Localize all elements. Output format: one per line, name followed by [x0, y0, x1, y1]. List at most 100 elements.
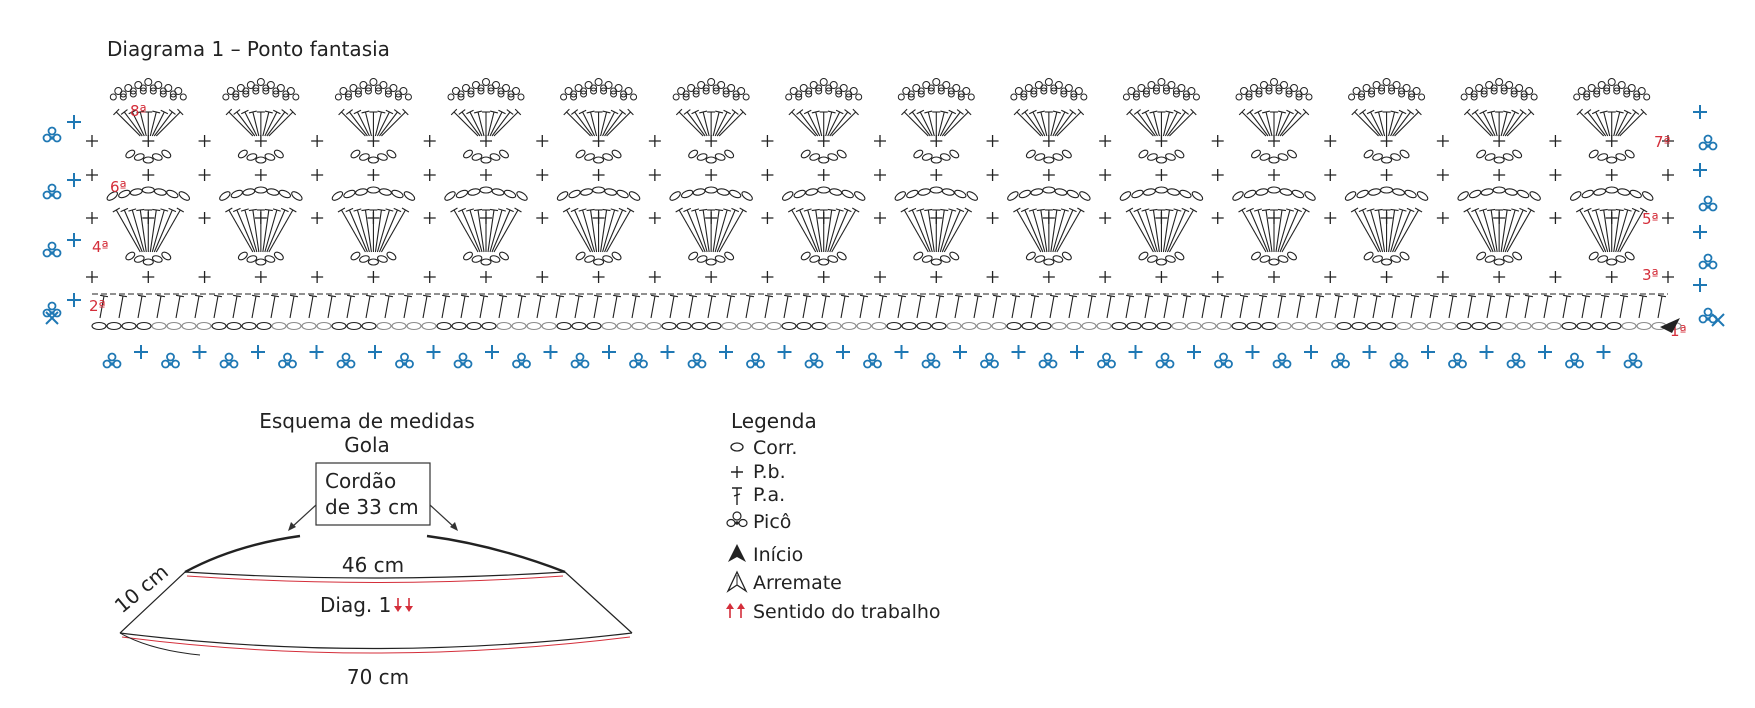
- double-crochet: [583, 112, 595, 136]
- single-crochet: [193, 345, 207, 359]
- picot: [110, 94, 116, 100]
- picot: [503, 85, 510, 92]
- double-crochet-top: [402, 208, 409, 212]
- double-crochet: [717, 210, 735, 252]
- double-crochet-top: [1449, 295, 1457, 296]
- double-crochet: [1395, 210, 1419, 252]
- double-crochet: [138, 296, 142, 318]
- picot: [483, 79, 490, 86]
- double-crochet: [1145, 210, 1157, 252]
- chain-stitch: [178, 190, 191, 202]
- double-crochet: [1297, 296, 1301, 318]
- double-crochet: [808, 112, 820, 136]
- double-crochet-top: [1468, 295, 1476, 296]
- single-crochet: [1129, 345, 1143, 359]
- picot: [1403, 85, 1410, 92]
- double-crochet: [803, 296, 807, 318]
- double-crochet-top: [152, 209, 160, 210]
- double-crochet: [940, 210, 952, 252]
- single-crochet: [593, 135, 605, 147]
- blue-picot: [162, 354, 179, 368]
- double-crochet-top: [480, 295, 488, 296]
- picot: [625, 88, 632, 95]
- single-crochet: [86, 212, 98, 224]
- chain-stitch: [1277, 323, 1291, 330]
- picot: [1178, 85, 1185, 92]
- legend-item-double-crochet: P.a.: [732, 484, 785, 506]
- double-crochet: [377, 112, 389, 136]
- double-crochet: [381, 210, 405, 252]
- double-crochet: [1017, 210, 1041, 252]
- double-crochet: [1258, 210, 1270, 252]
- picot: [1496, 79, 1503, 86]
- double-crochet: [1280, 210, 1298, 252]
- double-crochet-top: [1359, 110, 1365, 115]
- double-crochet: [377, 210, 389, 252]
- chain-stitch: [1044, 259, 1054, 265]
- double-crochet-top: [1430, 295, 1438, 296]
- double-crochet-top: [346, 110, 352, 115]
- double-crochet: [816, 112, 822, 136]
- double-crochet-top: [386, 110, 393, 114]
- chain-stitch: [1131, 189, 1144, 199]
- picot: [728, 85, 735, 92]
- double-crochet: [1145, 296, 1149, 318]
- legend-item-start: Início: [728, 544, 803, 566]
- double-crochet: [1525, 296, 1529, 318]
- double-crochet: [1618, 112, 1636, 136]
- picot: [561, 94, 567, 100]
- double-crochet-top: [1126, 295, 1134, 296]
- chain-stitch: [542, 323, 556, 330]
- double-crochet: [233, 296, 237, 318]
- double-crochet-top: [241, 110, 248, 114]
- single-crochet: [1155, 135, 1167, 147]
- work-direction-arrows: [394, 598, 413, 612]
- double-crochet: [879, 296, 883, 318]
- legend-item-picot: Picô: [727, 511, 791, 533]
- chain-stitch: [669, 190, 682, 202]
- cord-label-line1: Cordão: [325, 469, 396, 493]
- chain-stitch: [422, 323, 436, 330]
- double-crochet: [860, 296, 864, 318]
- double-crochet-top: [1528, 208, 1535, 212]
- double-crochet-top: [571, 110, 577, 115]
- chain-stitch: [1368, 188, 1381, 196]
- double-crochet: [488, 210, 494, 252]
- double-crochet-top: [1639, 295, 1647, 296]
- double-crochet: [1379, 112, 1385, 136]
- single-crochet: [593, 271, 605, 283]
- double-crochet-top: [394, 110, 400, 115]
- chain-stitch: [1427, 323, 1441, 330]
- chain-stitch: [1577, 323, 1591, 330]
- double-crochet-top: [1576, 208, 1583, 212]
- chain-stitch: [819, 157, 829, 163]
- double-crochet: [689, 296, 693, 318]
- single-crochet: [536, 212, 548, 224]
- double-crochet-top: [1375, 209, 1383, 210]
- double-crochet-top: [740, 208, 747, 212]
- chain-stitch: [632, 323, 646, 330]
- double-crochet: [1475, 210, 1493, 252]
- chain-stitch: [782, 323, 796, 330]
- chain-stitch: [1457, 323, 1471, 330]
- double-crochet: [1395, 112, 1419, 136]
- legend-item-finish: Arremate: [728, 572, 842, 594]
- double-crochet-top: [1600, 209, 1608, 210]
- double-crochet: [1658, 296, 1662, 318]
- single-crochet: [67, 233, 81, 247]
- double-crochet-top: [271, 295, 279, 296]
- double-crochet-top: [113, 208, 120, 212]
- chain-stitch: [367, 187, 379, 193]
- double-crochet: [499, 296, 503, 318]
- single-crochet: [1549, 212, 1561, 224]
- double-crochet: [263, 210, 269, 252]
- chain-stitch: [503, 189, 516, 199]
- double-crochet-top: [490, 209, 498, 210]
- double-crochet: [229, 112, 253, 136]
- double-crochet: [938, 210, 944, 252]
- row-label-7: 7ª: [1654, 133, 1671, 151]
- chain-stitch: [1416, 190, 1429, 202]
- double-crochet: [494, 112, 518, 136]
- double-crochet: [1449, 296, 1453, 318]
